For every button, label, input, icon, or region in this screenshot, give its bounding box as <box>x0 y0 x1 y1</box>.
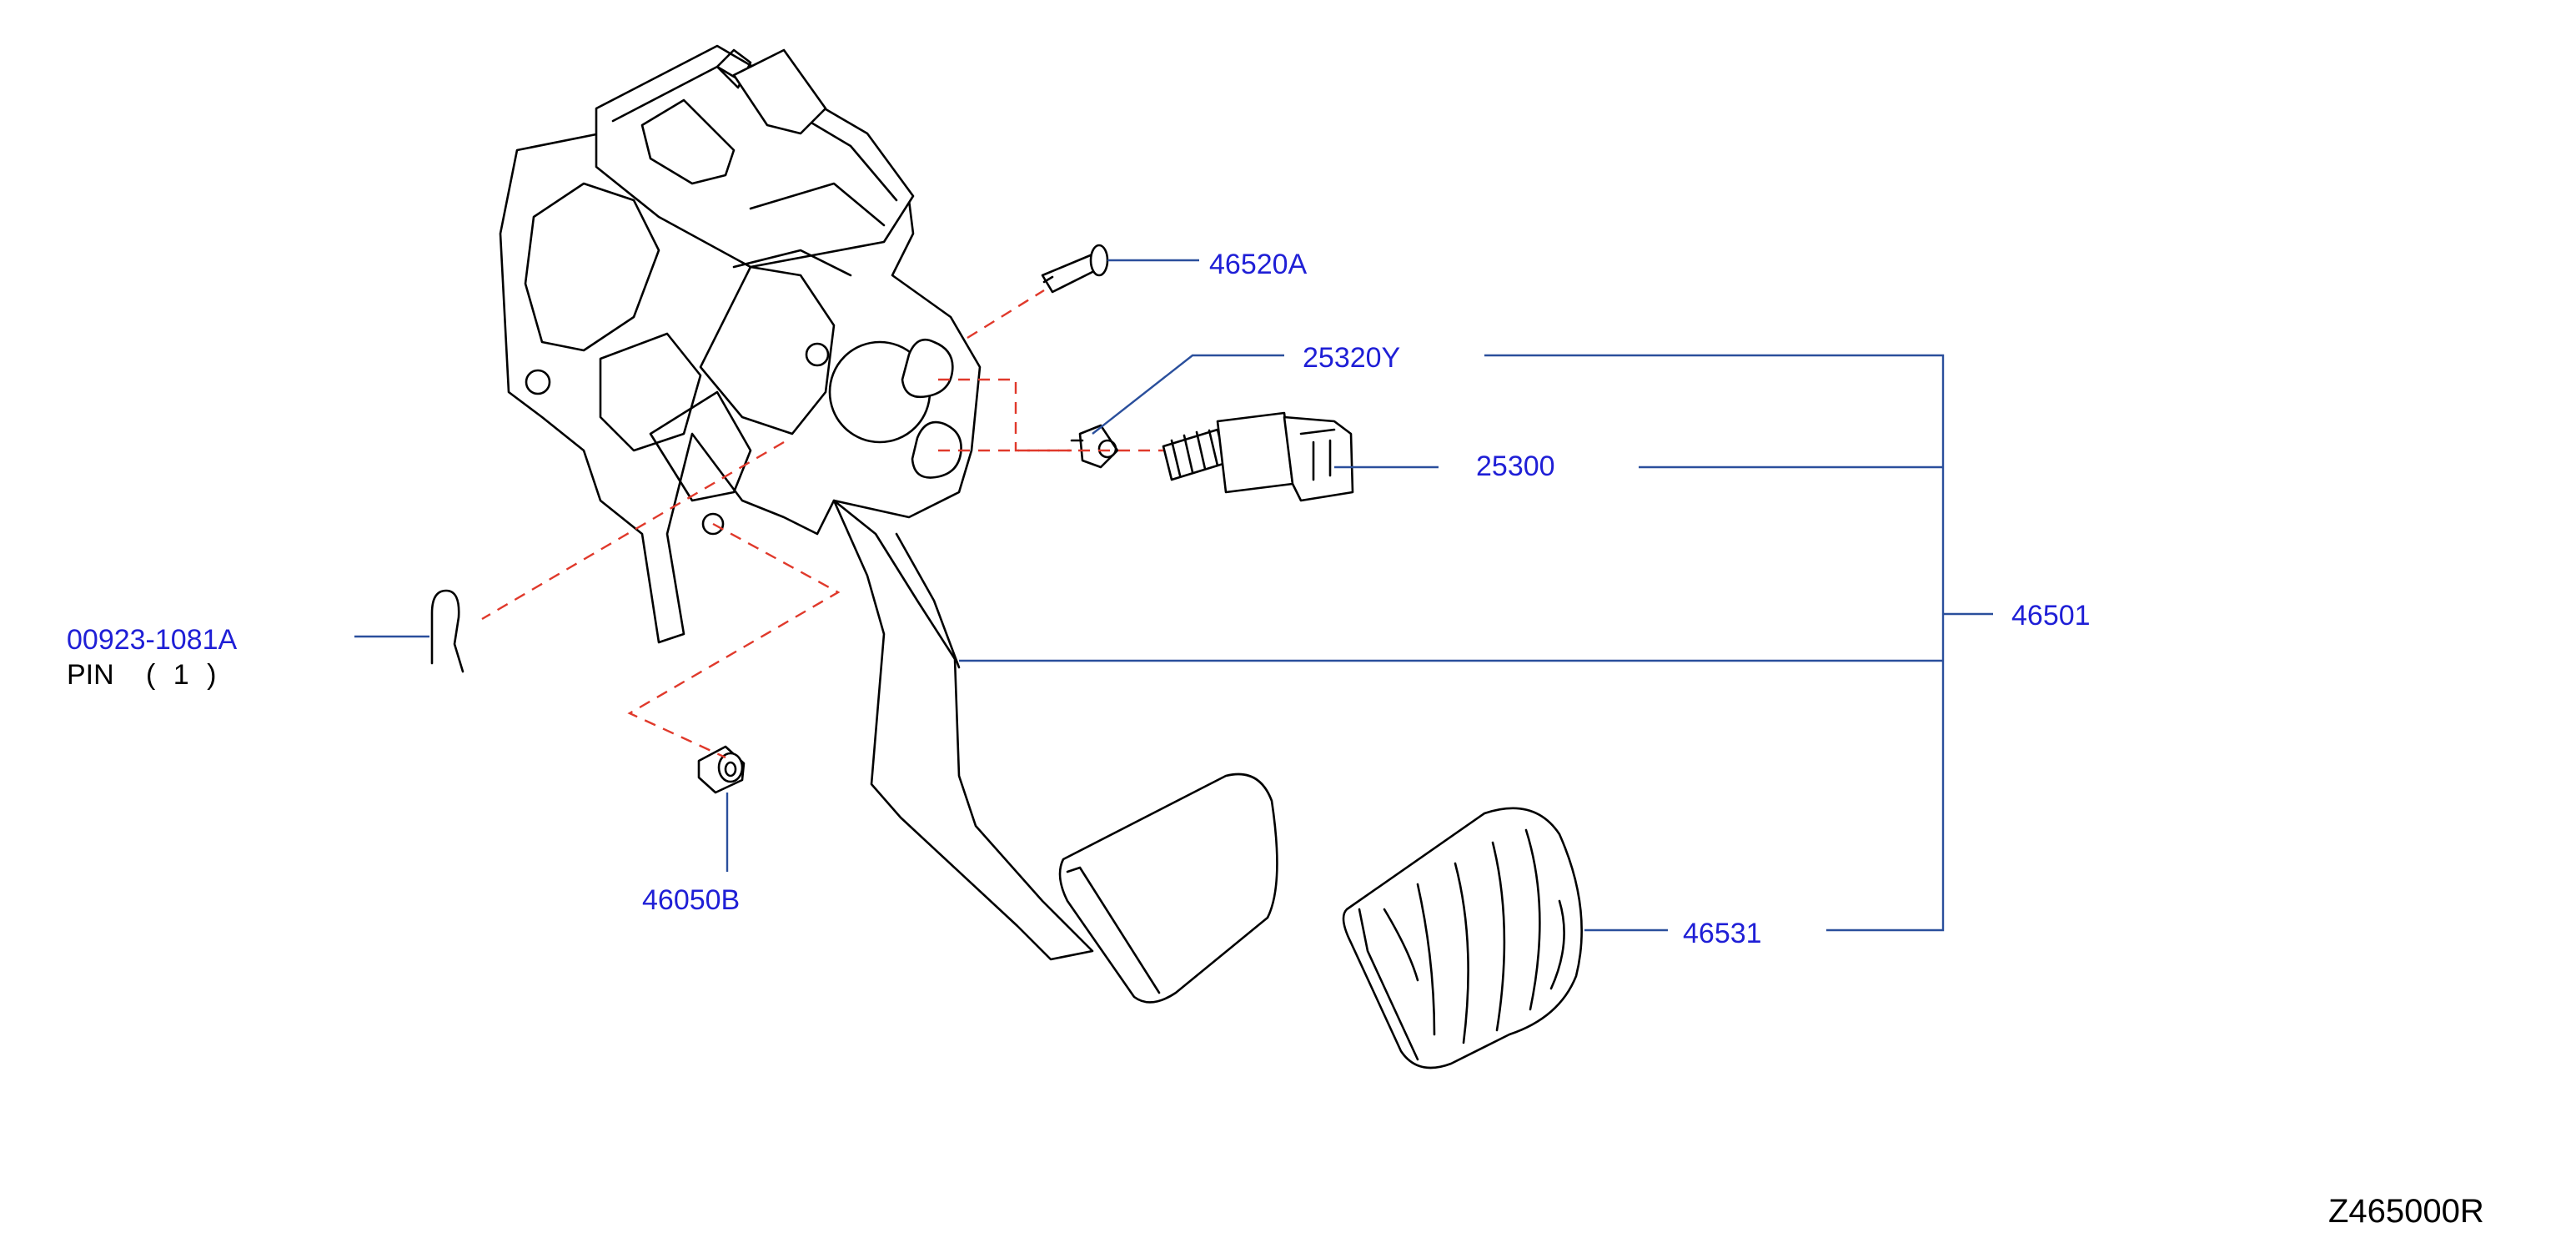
part-name-pin: PIN <box>67 659 114 691</box>
switch-assy-25300 <box>1162 411 1354 502</box>
part-number-00923-1081a: 00923-1081A <box>67 624 238 656</box>
part-quantity: ( 1 ) <box>146 659 221 691</box>
leader-lines <box>354 259 1993 932</box>
part-number-25300: 25300 <box>1476 450 1555 482</box>
bracket-top-housing <box>595 44 915 277</box>
pedal-arm <box>832 499 1094 961</box>
part-number-46531: 46531 <box>1683 918 1762 949</box>
stopper-clip-25320y <box>1070 424 1119 469</box>
part-number-25320y: 25320Y <box>1303 342 1400 374</box>
pedal-pad <box>1058 772 1278 1004</box>
part-number-46520a: 46520A <box>1209 249 1308 280</box>
pin-clip-00923 <box>430 589 464 673</box>
diagram-code: Z465000R <box>2328 1193 2484 1230</box>
part-number-46050b: 46050B <box>642 884 740 916</box>
assembly-lines <box>481 289 1163 759</box>
pedal-pad-rubber <box>1342 807 1583 1069</box>
clevis-pin-46520a <box>1041 244 1109 294</box>
switch-mount-holes <box>828 338 962 479</box>
part-number-46501: 46501 <box>2011 600 2091 632</box>
bushing-46050b <box>697 745 746 794</box>
